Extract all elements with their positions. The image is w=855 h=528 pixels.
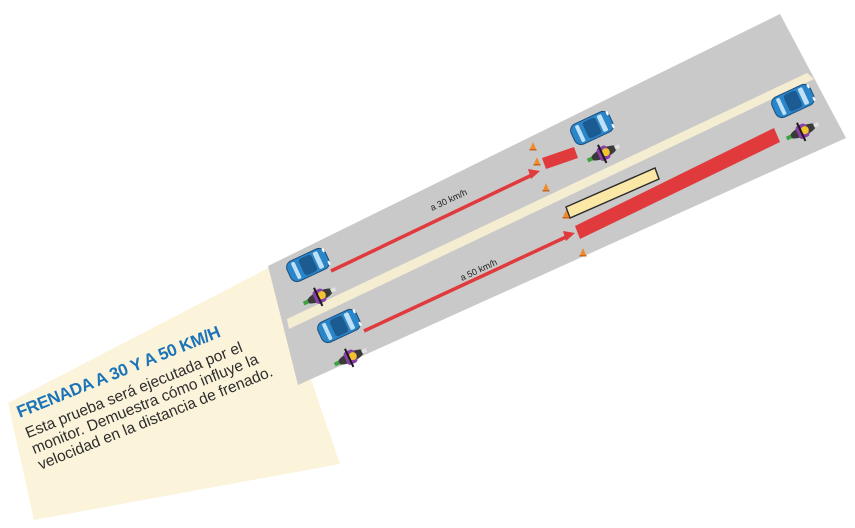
lane-50kmh: a 50 km/h [314,81,824,375]
braking-zone-30kmh [542,147,578,169]
trajectory-30kmh [330,173,533,273]
braking-zone-50kmh [575,128,780,239]
trajectory-50kmh [363,235,567,333]
highlight-box [565,167,660,219]
arrow-head-50kmh [563,231,575,241]
arrow-head-30kmh [528,169,540,179]
lane-divider [287,73,814,329]
lane-30kmh: a 30 km/h [283,108,625,314]
background-panel [8,266,340,520]
